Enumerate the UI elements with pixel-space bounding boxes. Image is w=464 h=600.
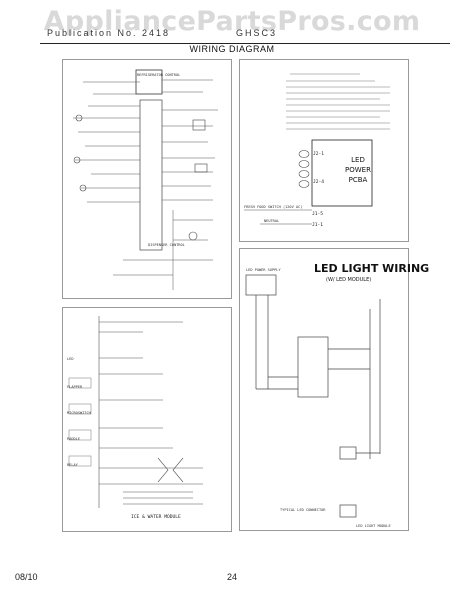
- footer-date: 08/10: [15, 572, 38, 582]
- fresh-food-switch-label: FRESH FOOD SWITCH (120V AC): [244, 205, 302, 209]
- relay-label: RELAY: [67, 463, 79, 467]
- led-power-supply-label: LED POWER SUPPLY: [246, 268, 281, 272]
- footer-page-number: 24: [227, 572, 238, 582]
- watermark: AppliancePartsPros.com: [43, 6, 421, 37]
- led-power-pcba-label: LED POWER PCBA: [345, 156, 371, 184]
- led-wiring-panel: LED POWER SUPPLY TYPICAL LED CONNECTOR L…: [239, 248, 429, 531]
- paddle-label: PADDLE: [67, 437, 80, 441]
- led-label: LED: [67, 357, 74, 361]
- neutral-label: NEUTRAL: [264, 219, 279, 223]
- microswitch-label: MICROSWITCH: [67, 411, 91, 415]
- refrigerator-control-label: REFRIGERATOR CONTROL: [137, 73, 180, 77]
- led-light-module-label: LED LIGHT MODULE: [356, 524, 391, 528]
- led-wiring-schematic: LED POWER SUPPLY TYPICAL LED CONNECTOR L…: [245, 268, 391, 528]
- typical-led-connector-label: TYPICAL LED CONNECTOR: [280, 508, 326, 512]
- power-schematic: J2-1 J2-4 J1-5 J1-1 FRESH FOOD SWITCH (1…: [244, 73, 390, 228]
- ice-water-module-label: ICE & WATER MODULE: [131, 514, 181, 520]
- page-title: WIRING DIAGRAM: [189, 44, 275, 54]
- model-number: GHSC3: [236, 28, 278, 38]
- module-diagram-panel: LED FLAPPER MICROSWITCH PADDLE RELAY ICE…: [62, 307, 232, 532]
- publication-number: Publication No. 2418: [47, 28, 171, 38]
- pin-j1-1: J1-1: [312, 222, 323, 228]
- led-power-panel: J2-1 J2-4 J1-5 J1-1 FRESH FOOD SWITCH (1…: [239, 59, 409, 242]
- header-rule: [40, 43, 450, 44]
- pin-j1-5: J1-5: [312, 211, 323, 217]
- module-schematic: LED FLAPPER MICROSWITCH PADDLE RELAY ICE…: [67, 316, 203, 520]
- control-schematic: REFRIGERATOR CONTROL DISPENSER CONTROL: [73, 69, 218, 290]
- pin-j2-4: J2-4: [313, 179, 324, 185]
- flapper-label: FLAPPER: [67, 385, 83, 389]
- pin-j2-1: J2-1: [313, 151, 324, 157]
- dispenser-control-label: DISPENSER CONTROL: [148, 243, 185, 247]
- led-light-wiring-title: LED LIGHT WIRING: [314, 262, 430, 275]
- led-light-wiring-subtitle: (W/ LED MODULE): [326, 277, 372, 283]
- header-meta: Publication No. 2418 GHSC3: [0, 28, 464, 42]
- control-diagram-panel: REFRIGERATOR CONTROL DISPENSER CONTROL: [62, 59, 232, 299]
